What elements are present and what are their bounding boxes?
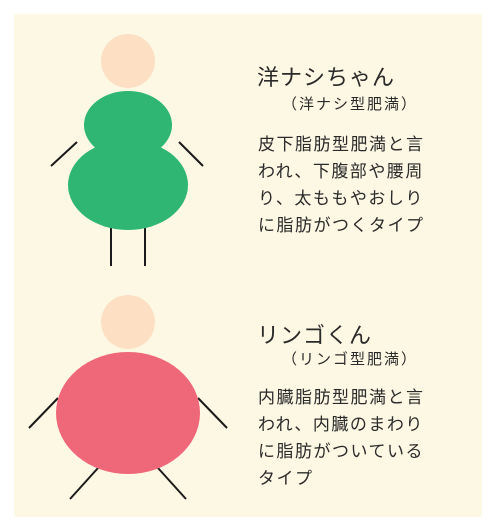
apple-description-line: われ、内臓のまわり bbox=[258, 415, 424, 435]
apple-figure bbox=[28, 295, 228, 500]
pear-description-line: り、太ももやおしり bbox=[258, 189, 424, 209]
apple-body bbox=[56, 352, 200, 474]
apple-left-leg bbox=[69, 467, 99, 500]
pear-right-arm bbox=[178, 141, 204, 167]
apple-description: 内臓脂肪型肥満と言 われ、内臓のまわり に脂肪がついている タイプ bbox=[258, 385, 425, 493]
pear-lower-body bbox=[68, 140, 188, 230]
apple-right-arm bbox=[197, 397, 228, 429]
apple-title: リンゴくん bbox=[257, 324, 373, 349]
pear-left-arm bbox=[50, 141, 78, 167]
pear-description-line: に脂肪がつくタイプ bbox=[258, 216, 425, 236]
apple-description-line: に脂肪がついている bbox=[258, 442, 424, 462]
apple-left-arm bbox=[28, 397, 59, 429]
pear-subtitle: （洋ナシ型肥満） bbox=[282, 95, 419, 113]
pear-figure bbox=[50, 34, 204, 266]
pear-description-line: われ、下腹部や腰周 bbox=[258, 162, 424, 182]
apple-right-leg bbox=[157, 467, 187, 500]
pear-description-line: 皮下脂肪型肥満と言 bbox=[258, 135, 425, 155]
pear-upper-body bbox=[84, 91, 172, 159]
apple-subtitle: （リンゴ型肥満） bbox=[282, 350, 419, 368]
pear-head bbox=[101, 34, 155, 88]
pear-description: 皮下脂肪型肥満と言 われ、下腹部や腰周 り、太ももやおしり に脂肪がつくタイプ bbox=[258, 132, 425, 240]
apple-description-line: タイプ bbox=[258, 469, 314, 489]
apple-head bbox=[101, 295, 155, 349]
apple-description-line: 内臓脂肪型肥満と言 bbox=[258, 388, 425, 408]
pear-title: 洋ナシちゃん bbox=[257, 66, 396, 91]
